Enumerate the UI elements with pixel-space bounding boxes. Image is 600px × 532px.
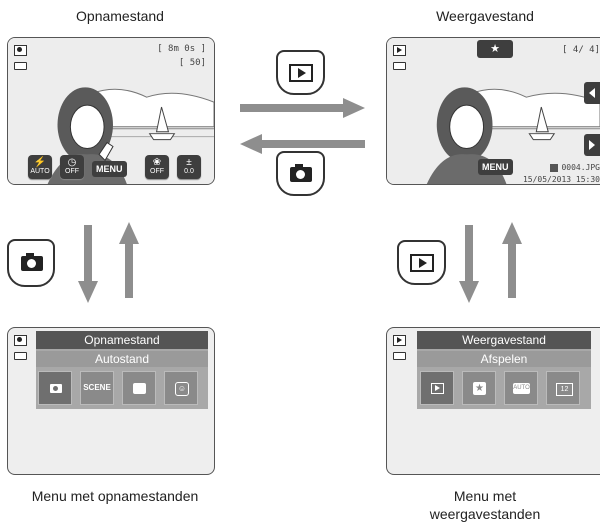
- battery-icon: [14, 352, 27, 360]
- arrow-down-to-playback-menu: [459, 225, 479, 303]
- playback-button-right[interactable]: [397, 240, 446, 285]
- auto-sort-icon: AUTO: [513, 383, 530, 394]
- flash-icon: ⚡: [33, 157, 47, 168]
- macro-icon: ❀: [152, 157, 162, 168]
- playback-mode-icon: [393, 335, 406, 346]
- playback-mode-screen: ★ [ 4/ 4] MENU 0004.JPG 15/05/2013 15:30: [386, 37, 600, 185]
- play-icon: [289, 64, 313, 82]
- chevron-right-icon: [589, 140, 595, 150]
- auto-sort-item[interactable]: AUTO: [504, 371, 538, 405]
- remaining-time: [ 8m 0s ]: [157, 44, 206, 54]
- selected-mode-label: Autostand: [36, 351, 208, 367]
- previous-image-button[interactable]: [584, 82, 600, 104]
- file-format-icon: [550, 163, 559, 172]
- caption-playback-menu-line2: weergavestanden: [429, 506, 541, 522]
- shooting-menu-screen: Opnamestand Autostand SCENE ☺: [7, 327, 215, 475]
- remaining-shots: [ 50]: [178, 58, 206, 68]
- favorite-star-button[interactable]: ★: [477, 40, 513, 58]
- playback-mode-icon: [393, 45, 406, 56]
- selected-mode-label: Afspelen: [417, 351, 591, 367]
- image-counter: [ 4/ 4]: [562, 45, 600, 55]
- calendar-icon: 12: [556, 383, 573, 396]
- arrow-to-playback: [240, 98, 365, 118]
- flash-mode-button[interactable]: ⚡ AUTO: [28, 155, 52, 179]
- chevron-left-icon: [589, 88, 595, 98]
- caption-shooting-menu: Menu met opnamestanden: [31, 488, 199, 504]
- special-effects-icon: [133, 383, 146, 394]
- self-timer-value: OFF: [65, 168, 79, 175]
- battery-icon: [393, 352, 406, 360]
- arrow-up-from-shooting-menu: [119, 222, 139, 298]
- list-by-date-item[interactable]: 12: [546, 371, 580, 405]
- next-image-button[interactable]: [584, 134, 600, 156]
- date-time: 15/05/2013 15:30: [522, 175, 600, 184]
- play-mode-item[interactable]: [420, 371, 454, 405]
- battery-icon: [393, 62, 406, 70]
- exposure-value: 0.0: [184, 168, 194, 175]
- menu-title: Weergavestand: [417, 331, 591, 349]
- smile-icon: ☺: [175, 382, 189, 396]
- file-name-text: 0004.JPG: [561, 163, 600, 172]
- playback-menu-screen: Weergavestand Afspelen ★ AUTO 12: [386, 327, 600, 475]
- special-effects-item[interactable]: [122, 371, 156, 405]
- file-name: 0004.JPG: [550, 163, 600, 172]
- favorites-icon: ★: [473, 382, 486, 395]
- shooting-button-left[interactable]: [7, 239, 55, 287]
- macro-mode-button[interactable]: ❀ OFF: [145, 155, 169, 179]
- menu-button[interactable]: MENU: [92, 161, 127, 177]
- camera-mode-icon: [14, 335, 27, 346]
- camera-icon: [50, 384, 62, 393]
- shooting-mode-screen: [ 8m 0s ] [ 50] ⚡ AUTO ◷ OFF MENU ❀ OFF …: [7, 37, 215, 185]
- menu-button[interactable]: MENU: [478, 159, 513, 175]
- play-icon: [431, 383, 444, 394]
- arrow-down-to-shooting-menu: [78, 225, 98, 303]
- auto-mode-item[interactable]: [38, 371, 72, 405]
- exposure-icon: ±: [186, 157, 192, 168]
- caption-playback-menu-line1: Menu met: [453, 488, 517, 504]
- camera-mode-icon: [14, 45, 27, 56]
- self-timer-button[interactable]: ◷ OFF: [60, 155, 84, 179]
- caption-shooting-mode: Opnamestand: [76, 8, 164, 24]
- self-timer-icon: ◷: [67, 157, 77, 168]
- playback-button[interactable]: [276, 50, 325, 95]
- scene-mode-item[interactable]: SCENE: [80, 371, 114, 405]
- camera-icon: [290, 164, 312, 182]
- arrow-up-from-playback-menu: [502, 222, 522, 298]
- smart-portrait-item[interactable]: ☺: [164, 371, 198, 405]
- portrait-scene-image: [387, 38, 600, 184]
- camera-icon: [21, 253, 43, 271]
- caption-playback-mode: Weergavestand: [436, 8, 534, 24]
- shooting-button[interactable]: [276, 151, 325, 196]
- battery-icon: [14, 62, 27, 70]
- flash-mode-value: AUTO: [30, 168, 50, 175]
- menu-title: Opnamestand: [36, 331, 208, 349]
- macro-value: OFF: [150, 168, 164, 175]
- arrow-to-shooting: [240, 134, 365, 154]
- favorites-item[interactable]: ★: [462, 371, 496, 405]
- play-icon: [410, 254, 434, 272]
- exposure-compensation-button[interactable]: ± 0.0: [177, 155, 201, 179]
